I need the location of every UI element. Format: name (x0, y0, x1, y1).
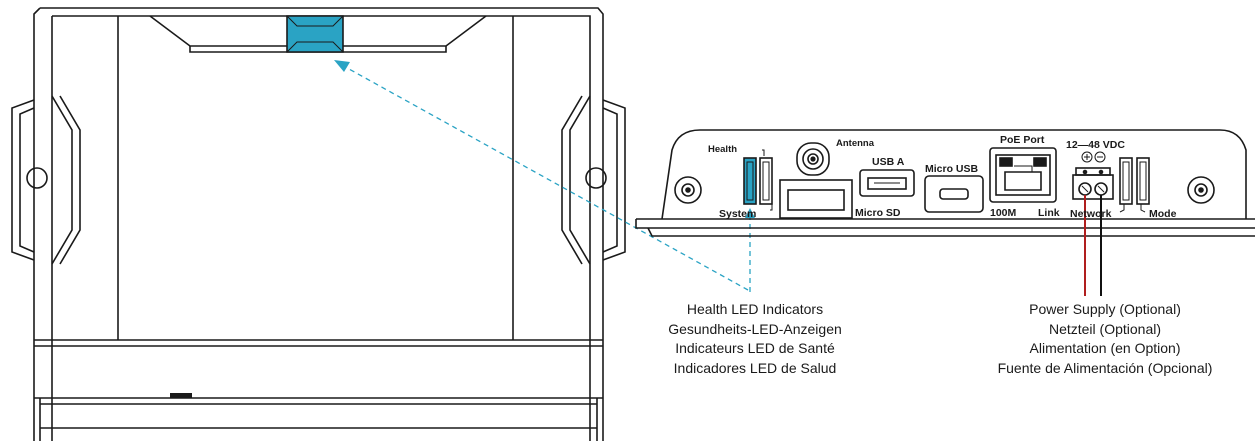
top-view-outline (33, 7, 604, 441)
label-health: Health (708, 144, 737, 155)
power-supply-callout: Power Supply (Optional) Netzteil (Option… (955, 300, 1255, 378)
health-led-callout-lines (339, 63, 751, 292)
power-callout-de: Netzteil (Optional) (1048, 320, 1162, 337)
power-callout-en: Power Supply (Optional) (1029, 301, 1181, 317)
device-top-view (11, 7, 626, 441)
arrowhead-top-led (334, 60, 350, 72)
health-led-callout: Health LED Indicators Gesundheits-LED-An… (600, 300, 910, 378)
label-usb-a: USB A (872, 156, 905, 168)
left-mount-hole (26, 167, 48, 189)
device-front-view (635, 129, 1255, 237)
micro-sd-slot (779, 179, 853, 219)
label-antenna: Antenna (836, 138, 875, 149)
left-flange (11, 99, 35, 261)
health-callout-es: Indicadores LED de Salud (673, 359, 837, 376)
network-led (1119, 157, 1133, 205)
front-housing (661, 129, 1247, 220)
micro-usb-port (924, 175, 984, 213)
front-left-screw (674, 176, 702, 204)
label-network: Network (1070, 208, 1112, 220)
top-led-lightpipe (286, 15, 344, 53)
arrowhead-front-led (745, 208, 755, 218)
front-right-screw (1187, 176, 1215, 204)
label-micro-sd: Micro SD (855, 207, 901, 219)
health-callout-de: Gesundheits-LED-Anzeigen (668, 320, 842, 337)
polarity-negative-symbol (1094, 151, 1106, 163)
usb-a-port (859, 169, 915, 197)
label-100m: 100M (990, 207, 1017, 219)
led-100m (999, 157, 1013, 167)
led-link (1033, 157, 1047, 167)
bottom-tab (170, 393, 192, 398)
polarity-positive-symbol (1081, 151, 1093, 163)
power-callout-es: Fuente de Alimentación (Opcional) (997, 359, 1213, 376)
front-base-flange (635, 218, 1255, 237)
health-callout-fr: Indicateurs LED de Santé (675, 340, 835, 356)
label-system: System (719, 208, 756, 220)
label-poe-port: PoE Port (1000, 134, 1045, 146)
right-flange (602, 99, 626, 261)
mode-led (1136, 157, 1150, 205)
label-voltage: 12—48 VDC (1066, 139, 1125, 151)
label-micro-usb: Micro USB (925, 163, 979, 175)
label-link: Link (1038, 207, 1060, 219)
right-mount-hole (585, 167, 607, 189)
health-led (743, 157, 757, 205)
top-view-inner-body (51, 15, 591, 441)
system-led (759, 157, 773, 205)
label-mode: Mode (1149, 208, 1177, 220)
callout-line-to-top-led (339, 63, 749, 291)
power-callout-fr: Alimentation (en Option) (1029, 340, 1181, 356)
poe-port (989, 147, 1057, 203)
health-callout-en: Health LED Indicators (686, 301, 824, 317)
antenna-connector (796, 142, 830, 176)
